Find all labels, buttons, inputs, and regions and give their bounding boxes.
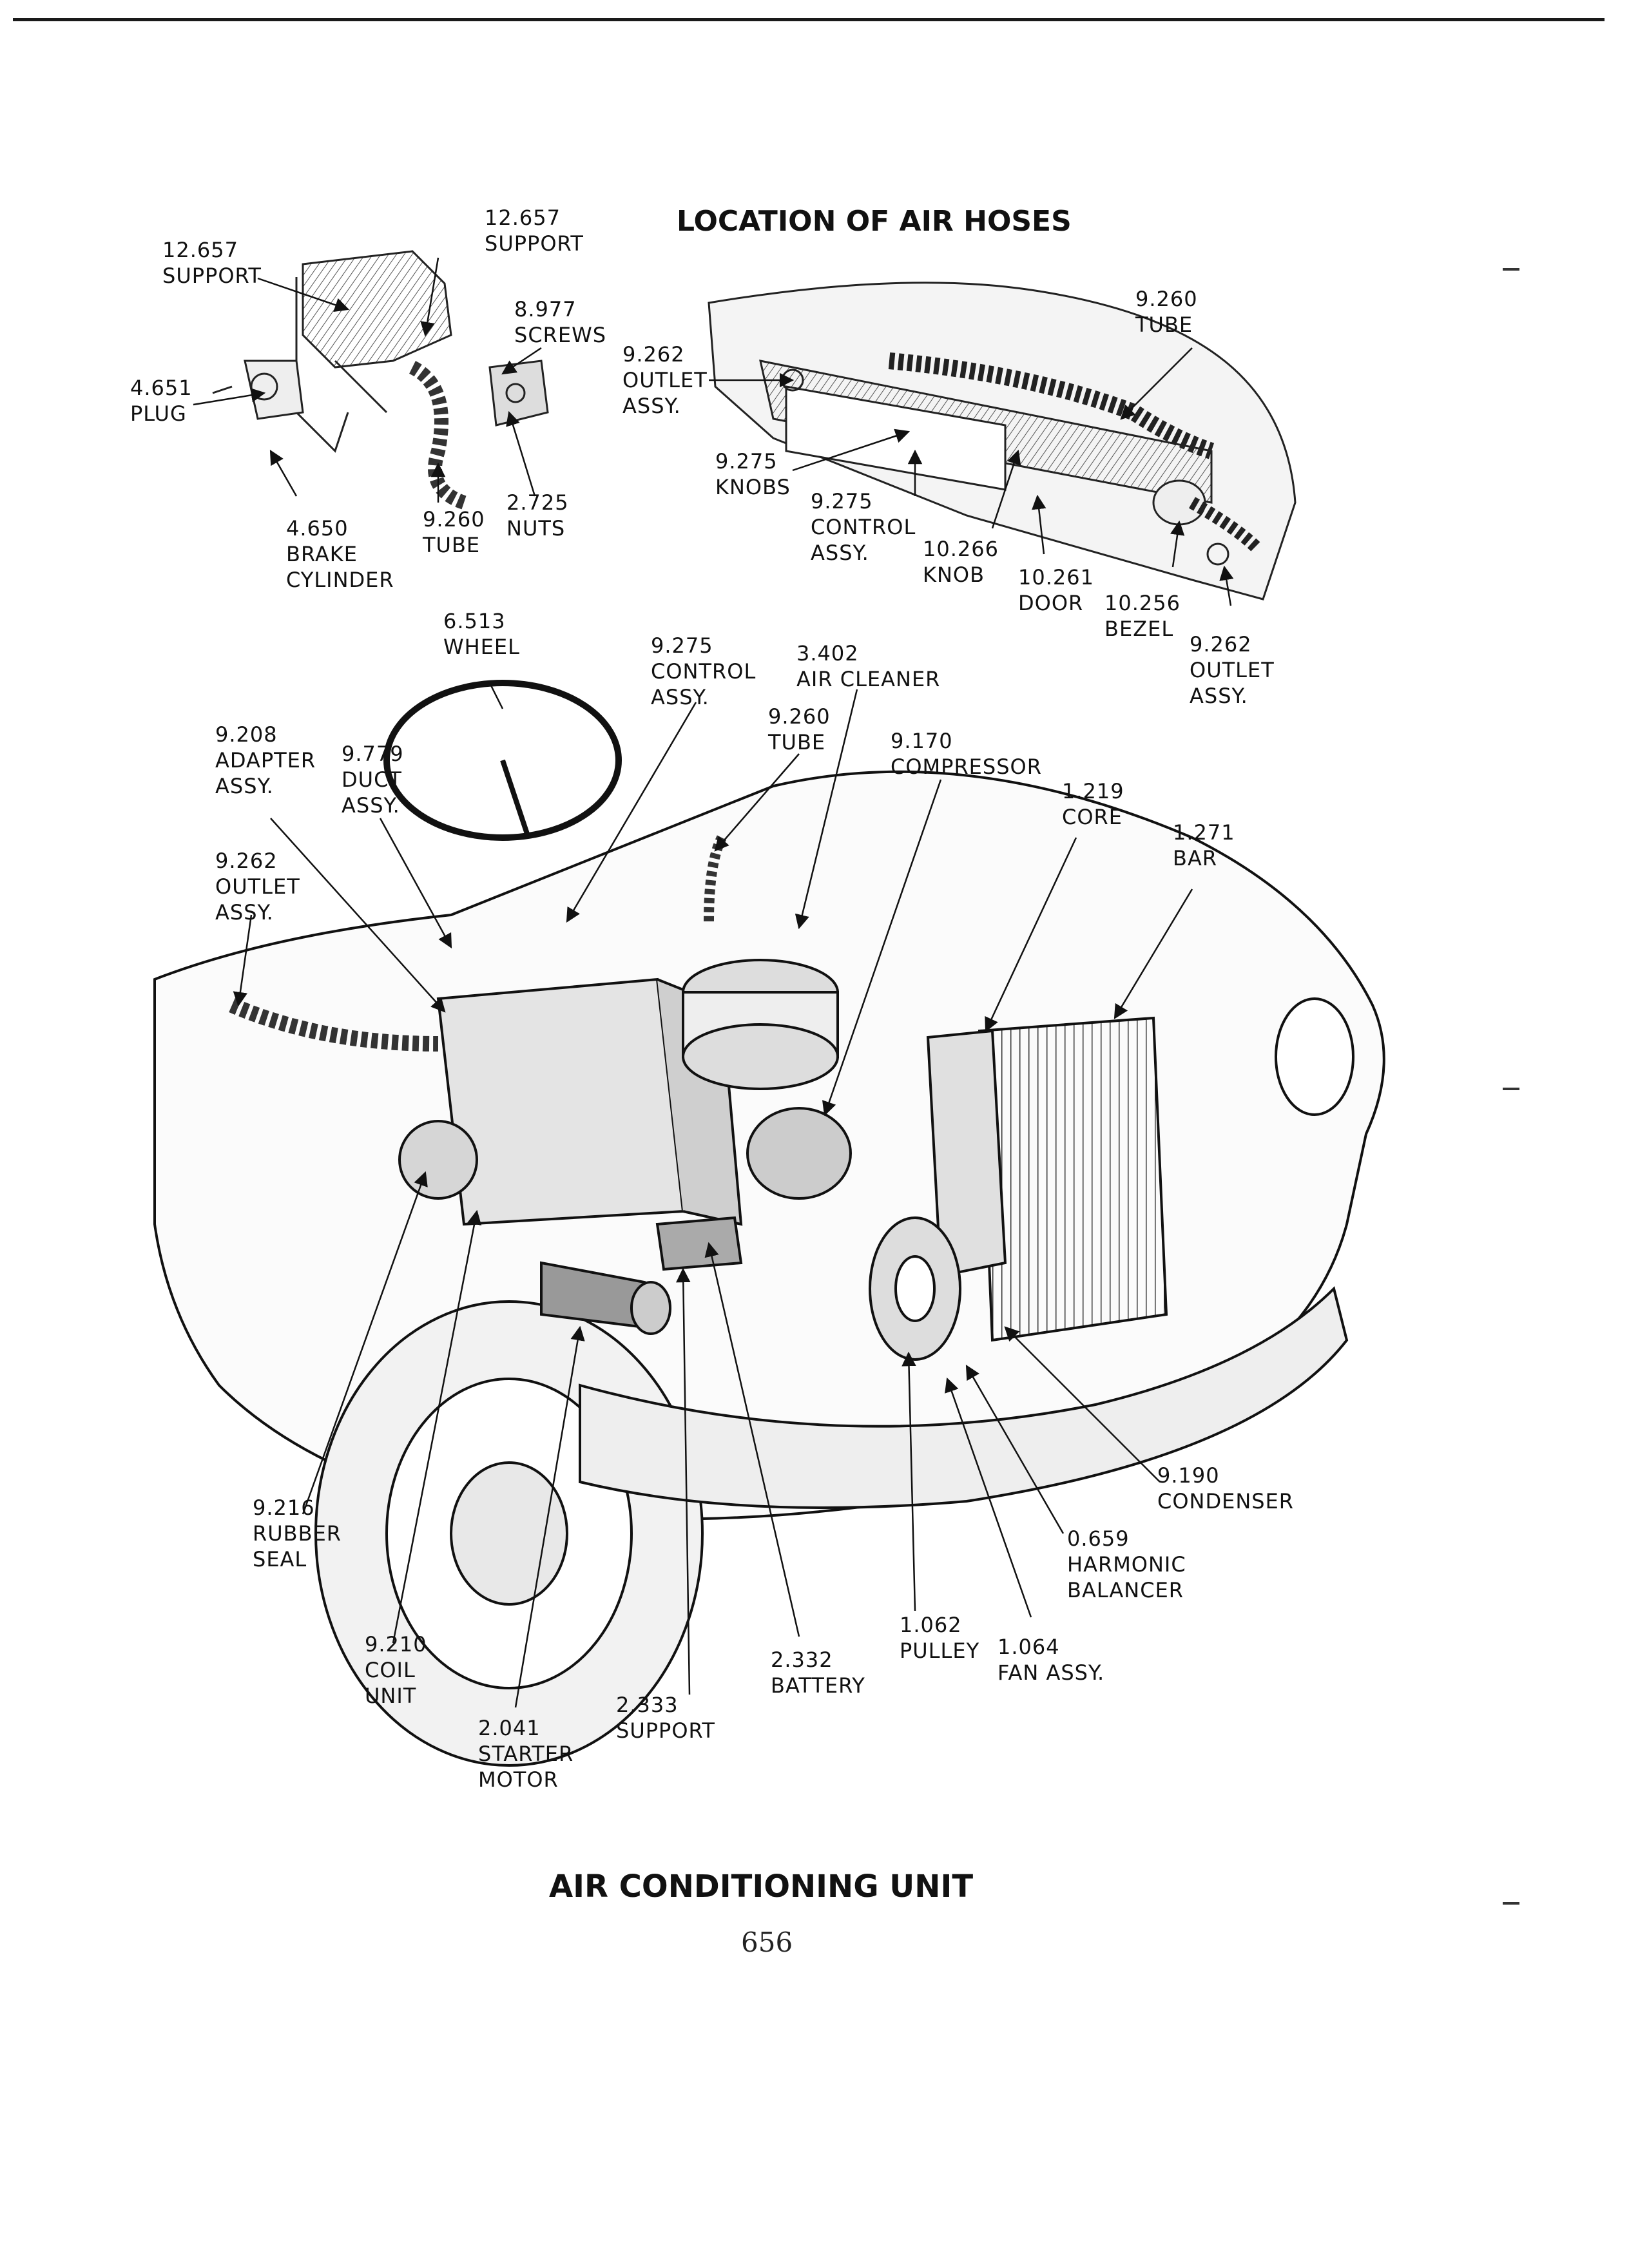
heading-air-conditioning-unit: AIR CONDITIONING UNIT	[549, 1869, 974, 1905]
top-rule	[13, 18, 1605, 21]
edge-mark	[1503, 1902, 1519, 1905]
edge-mark	[1503, 268, 1519, 271]
car-body	[153, 680, 1385, 1767]
instrument-panel	[708, 282, 1296, 601]
edge-mark	[1503, 1088, 1519, 1090]
leader-lines	[193, 257, 1234, 1708]
brake-support-detail	[212, 250, 549, 510]
page-number: 656	[741, 1927, 793, 1958]
heading-location-of-air-hoses: LOCATION OF AIR HOSES	[677, 205, 1072, 238]
